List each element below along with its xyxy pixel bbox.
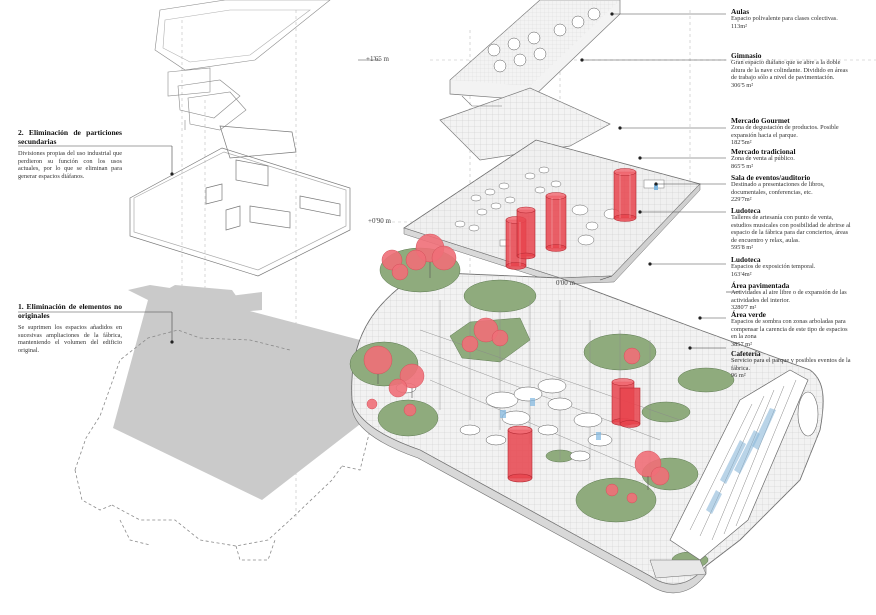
level-label-top: +1'65 m (366, 55, 389, 63)
level-label-ground: 0'00 m (556, 279, 575, 287)
note-removed: 1. Eliminación de elementos no originale… (18, 302, 122, 354)
note-partitions-desc: Divisiones propias del uso industrial qu… (18, 150, 122, 180)
level-label-mid: +0'90 m (368, 217, 391, 225)
program-title: Sala de eventos/auditorio (731, 173, 811, 182)
program-area: 595'8 m² (731, 244, 754, 252)
program-area: 3857 m² (731, 340, 752, 348)
program-mercado-gourmet: Mercado Gourmet Zona de degustación de p… (731, 117, 853, 147)
program-title: Área pavimentada (731, 281, 790, 290)
program-title: Ludoteca (731, 255, 761, 264)
note-partitions-title: 2. Eliminación de particiones secundaria… (18, 128, 122, 146)
program-area: 306'5 m² (731, 81, 754, 89)
red-cylinders-middle (505, 168, 637, 270)
secondary-partitions (129, 125, 351, 277)
tree-trunks (377, 262, 649, 490)
program-area-verde: Área verde Espacios de sombra con zonas … (731, 311, 853, 348)
program-area-pavimentada: Área pavimentada Actividades al aire lib… (731, 282, 853, 312)
program-title: Mercado Gourmet (731, 116, 790, 125)
program-area: 229'7m² (731, 196, 752, 204)
program-mercado-tradicional: Mercado tradicional Zona de venta al púb… (731, 148, 853, 170)
leader-lines (18, 13, 740, 349)
program-area: 865'5 m² (731, 162, 754, 170)
program-area: 96 m² (731, 372, 746, 380)
removed-elements-top (154, 0, 331, 131)
program-title: Aulas (731, 7, 750, 16)
note-partitions: 2. Eliminación de particiones secundaria… (18, 128, 122, 180)
program-desc: Espacios de exposición temporal. (731, 263, 816, 271)
program-ludoteca-1: Ludoteca Talleres de artesanía con punto… (731, 207, 853, 251)
program-desc: Espacio polivalente para clases colectiv… (731, 15, 838, 23)
blue-accents (500, 398, 601, 440)
program-title: Cafetería (731, 349, 761, 358)
program-desc: Servicio para el parque y posibles event… (731, 357, 851, 372)
program-desc: Zona de venta al público. (731, 155, 795, 163)
program-desc: Zona de degustación de productos. Posibl… (731, 124, 839, 139)
program-aulas: Aulas Espacio polivalente para clases co… (731, 8, 853, 30)
note-removed-title: 1. Eliminación de elementos no originale… (18, 302, 122, 320)
program-desc: Gran espacio diáfano que se abre a la do… (731, 59, 848, 82)
program-title: Gimnasio (731, 51, 762, 60)
program-title: Mercado tradicional (731, 147, 796, 156)
program-desc: Destinado a presentaciones de libros, do… (731, 181, 825, 196)
program-area: 182'5m² (731, 139, 752, 147)
program-ludoteca-2: Ludoteca Espacios de exposición temporal… (731, 256, 853, 278)
program-gimnasio: Gimnasio Gran espacio diáfano que se abr… (731, 52, 853, 89)
upper-slab (439, 0, 621, 161)
program-area: 163'4m² (731, 270, 752, 278)
program-area: 113m² (731, 22, 747, 30)
program-title: Área verde (731, 310, 766, 319)
program-cafeteria: Cafetería Servicio para el parque y posi… (731, 350, 853, 380)
leader-dots (170, 12, 702, 350)
red-cylinders-ground (507, 378, 641, 483)
removed-extensions (113, 285, 368, 500)
cafeteria-block (649, 369, 819, 579)
program-title: Ludoteca (731, 206, 761, 215)
program-auditorio: Sala de eventos/auditorio Destinado a pr… (731, 174, 853, 204)
note-removed-desc: Se suprimen los espacios añadidos en suc… (18, 324, 122, 354)
program-area: 3280'7 m² (731, 304, 757, 312)
trees (363, 233, 670, 504)
program-desc: Talleres de artesanía con punto de venta… (731, 214, 851, 244)
program-desc: Actividades al aire libre o de expansión… (731, 289, 847, 304)
program-desc: Espacios de sombra con zonas arboladas p… (731, 318, 848, 341)
